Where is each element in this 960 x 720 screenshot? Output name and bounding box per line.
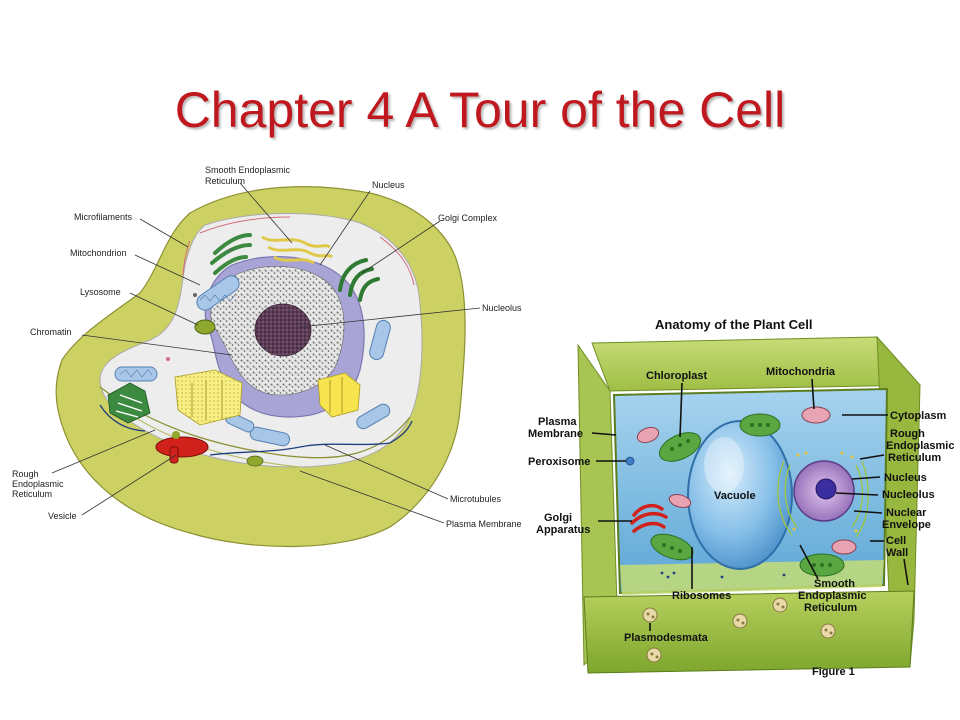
plant-label-golgi-2: Apparatus <box>536 524 590 536</box>
plant-label-plasma-membrane: Plasma <box>538 416 577 428</box>
label-vesicle: Vesicle <box>48 511 77 521</box>
plant-label-mitochondria: Mitochondria <box>766 366 836 378</box>
plant-cell-diagram: Anatomy of the Plant Cell <box>528 317 954 678</box>
label-rough-er-3: Reticulum <box>12 489 52 499</box>
plant-label-plasmodesmata: Plasmodesmata <box>624 632 709 644</box>
plant-label-cell-wall-2: Wall <box>886 547 908 559</box>
label-golgi-complex: Golgi Complex <box>438 213 498 223</box>
plant-nucleolus <box>815 478 837 500</box>
label-smooth-er-2: Reticulum <box>205 176 245 186</box>
plant-label-golgi: Golgi <box>544 512 572 524</box>
plant-plasmodesmata <box>642 597 836 663</box>
label-smooth-er: Smooth Endoplasmic <box>205 165 291 175</box>
plant-label-cytoplasm: Cytoplasm <box>890 410 946 422</box>
animal-microtubules <box>99 404 413 456</box>
label-nucleus: Nucleus <box>372 180 405 190</box>
plant-label-ribosomes: Ribosomes <box>672 590 731 602</box>
label-lysosome: Lysosome <box>80 287 121 297</box>
animal-mitochondria <box>114 275 391 447</box>
animal-golgi-green <box>210 233 252 275</box>
animal-nucleolus <box>254 303 312 357</box>
plant-label-rough-er-2: Endoplasmic <box>886 440 954 452</box>
plant-cell-title: Anatomy of the Plant Cell <box>655 317 812 332</box>
label-microfilaments: Microfilaments <box>74 212 133 222</box>
label-nucleolus: Nucleolus <box>482 303 522 313</box>
plant-label-chloroplast: Chloroplast <box>646 370 707 382</box>
label-mitochondrion: Mitochondrion <box>70 248 127 258</box>
plant-vacuole <box>687 420 793 570</box>
animal-rough-er <box>107 382 151 424</box>
plant-cell-wall <box>583 590 915 674</box>
plant-label-nucleus: Nucleus <box>884 472 927 484</box>
plant-label-nuclear-envelope: Nuclear <box>886 507 927 519</box>
plant-label-rough-er: Rough <box>890 428 925 440</box>
label-microtubules: Microtubules <box>450 494 502 504</box>
label-plasma-membrane: Plasma Membrane <box>446 519 522 529</box>
animal-lysosome <box>194 319 216 335</box>
animal-golgi-complex <box>338 258 380 302</box>
label-rough-er: Rough <box>12 469 39 479</box>
slide-title: Chapter 4 A Tour of the Cell <box>174 82 786 138</box>
label-chromatin: Chromatin <box>30 327 72 337</box>
animal-cell-diagram: Smooth Endoplasmic Reticulum Nucleus Gol… <box>12 165 522 548</box>
animal-smooth-er <box>261 235 334 265</box>
plant-label-smooth-er-3: Reticulum <box>804 602 857 614</box>
plant-mitochondria <box>636 406 857 555</box>
plant-label-smooth-er: Smooth <box>814 578 855 590</box>
plant-label-smooth-er-2: Endoplasmic <box>798 590 866 602</box>
animal-vesicle <box>155 436 209 464</box>
plant-label-peroxisome: Peroxisome <box>528 456 590 468</box>
plant-label-nucleolus: Nucleolus <box>882 489 935 501</box>
plant-label-rough-er-3: Reticulum <box>888 452 941 464</box>
plant-peroxisome <box>625 456 635 466</box>
plant-label-plasma-membrane-2: Membrane <box>528 428 583 440</box>
plant-label-nuclear-envelope-2: Envelope <box>882 519 931 531</box>
plant-label-vacuole: Vacuole <box>714 490 756 502</box>
plant-figure-caption: Figure 1 <box>812 666 855 678</box>
plant-label-cell-wall: Cell <box>886 535 906 547</box>
plant-golgi <box>630 503 668 533</box>
label-rough-er-2: Endoplasmic <box>12 479 64 489</box>
